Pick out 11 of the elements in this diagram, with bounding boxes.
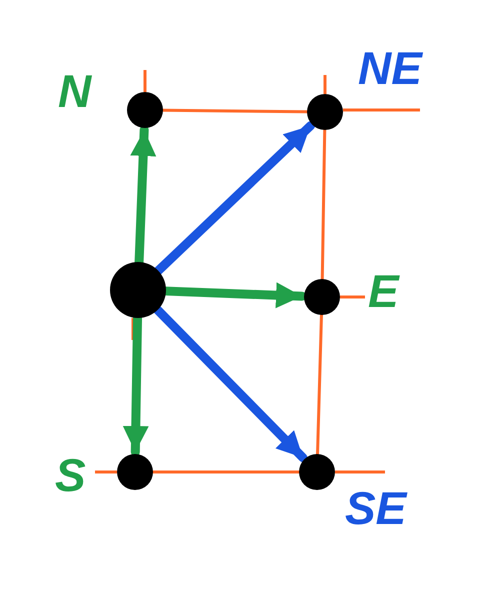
grid-line xyxy=(162,108,308,114)
direction-label: N xyxy=(58,68,92,114)
direction-label: NE xyxy=(358,45,422,91)
direction-label: E xyxy=(368,268,399,314)
direction-label: SE xyxy=(345,485,406,531)
direction-label: S xyxy=(55,452,86,498)
grid-line xyxy=(152,470,300,474)
arrow xyxy=(154,121,316,276)
grid-line xyxy=(320,128,326,280)
grid-line xyxy=(316,314,323,456)
arrow xyxy=(153,305,308,462)
